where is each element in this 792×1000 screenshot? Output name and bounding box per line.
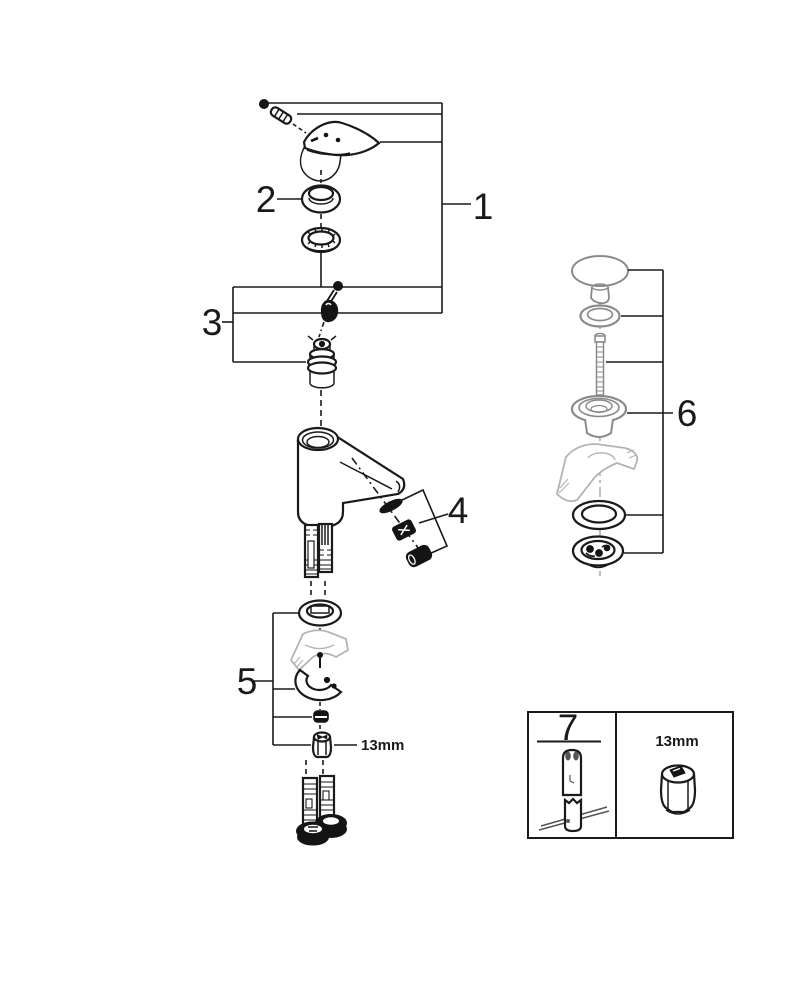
tool-socket-size-label: 13mm — [655, 733, 698, 750]
callout-1-label: 1 — [473, 186, 494, 227]
cartridge-dome-cap — [318, 299, 339, 338]
callout-6-label: 6 — [677, 393, 698, 434]
faucet-handle — [299, 120, 381, 183]
cartridge-screw — [326, 281, 343, 304]
mounting-washer-nut — [313, 710, 329, 733]
waste-threaded-rod — [594, 332, 606, 396]
callout-lines-part6 — [606, 269, 673, 554]
handle-cap-ring — [277, 184, 342, 227]
cartridge — [306, 335, 338, 427]
handle-screw — [259, 99, 307, 134]
nut-size-label: 13mm — [361, 737, 404, 754]
mounting-horseshoe-bracket — [294, 652, 343, 710]
mounting-nut-13mm — [311, 731, 333, 759]
waste-washer — [571, 499, 627, 531]
callout-7-label: 7 — [558, 707, 579, 748]
callout-4-label: 4 — [448, 490, 469, 531]
waste-flange — [570, 394, 628, 438]
callout-3-label: 3 — [202, 302, 223, 343]
supply-hoses-lower — [296, 760, 347, 846]
hose-end-fittings — [296, 814, 347, 846]
socket-wrench-tool — [538, 748, 610, 833]
callout-lines-part5 — [252, 612, 357, 746]
callout-5-label: 5 — [237, 661, 258, 702]
cartridge-ring-nut — [300, 226, 342, 287]
waste-seal-ring — [579, 304, 621, 328]
sink-deck-section — [289, 629, 349, 672]
aerator-sleeve — [405, 544, 433, 568]
waste-plug-cap — [571, 255, 629, 305]
supply-hoses-upper — [303, 522, 334, 597]
mounting-set — [252, 599, 357, 759]
callout-lines-part4 — [399, 488, 449, 555]
callout-2-label: 2 — [256, 179, 277, 220]
pop-up-waste-set — [556, 255, 673, 576]
tool-box — [527, 711, 734, 839]
aerator-housing — [392, 519, 416, 541]
basin-section — [556, 443, 639, 503]
callout-lines-part1 — [268, 102, 471, 313]
o-ring-seal — [297, 599, 343, 633]
hex-socket-13mm — [659, 764, 697, 815]
waste-nut-strainer — [571, 535, 625, 569]
aerator-parts — [351, 457, 449, 568]
